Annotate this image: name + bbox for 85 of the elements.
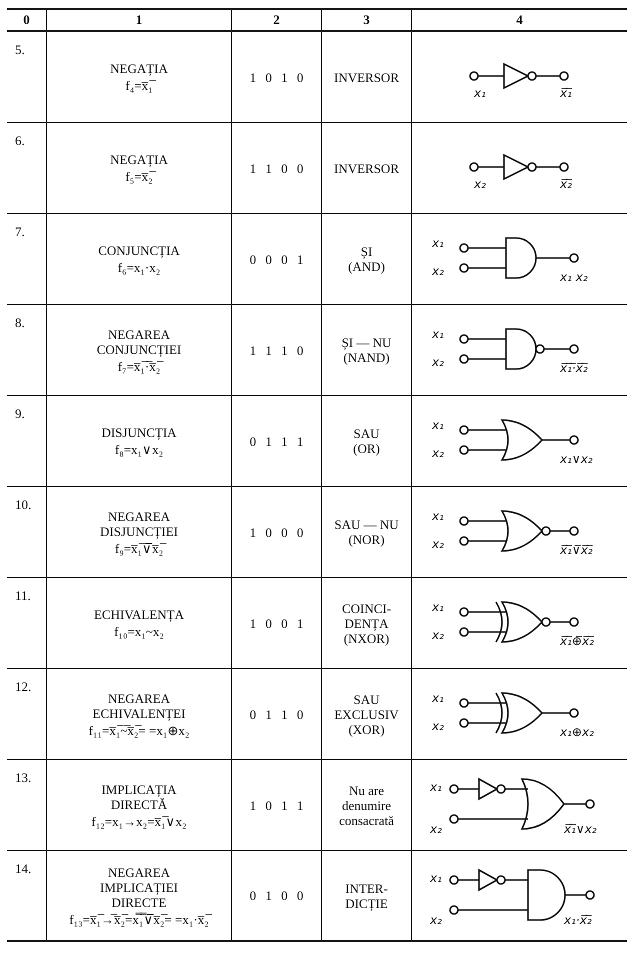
- row-number: 12.: [15, 679, 32, 694]
- input-label: x₂: [432, 446, 444, 460]
- output-label: x̅₁̅⊕̅x̅₂̅: [560, 634, 594, 648]
- function-name: NEGAȚIA: [110, 61, 168, 76]
- output-label: x̅₁̅∨x₂: [564, 822, 597, 836]
- output-label: x₁·x̅₂̅: [564, 913, 592, 927]
- row-number: 14.: [15, 861, 32, 876]
- function-name: DISJUNCȚIA: [101, 425, 177, 440]
- gate-name: (NXOR): [344, 630, 390, 646]
- input-label: x₁: [432, 600, 444, 614]
- function-name: NEGAȚIA: [110, 152, 168, 167]
- gate-name: INTER-: [345, 880, 388, 896]
- input-label: x₁: [432, 418, 444, 432]
- column-number: 3: [363, 12, 370, 26]
- row-number: 6.: [15, 133, 25, 148]
- gate-name: (NOR): [348, 532, 385, 547]
- truth-values: 0 1 1 1: [250, 434, 304, 448]
- function-name: CONJUNCȚIA: [98, 243, 180, 258]
- gate-name: (OR): [353, 441, 380, 456]
- input-label: x₁: [432, 327, 444, 341]
- truth-values: 0 0 0 1: [250, 252, 304, 266]
- input-label: x₂: [432, 719, 444, 733]
- gate-name: COINCI-: [342, 600, 392, 616]
- row-number: 8.: [15, 315, 25, 330]
- input-label: x₂: [432, 537, 444, 551]
- gate-name: consacrată: [339, 812, 394, 828]
- truth-values: 0 1 1 0: [250, 706, 304, 722]
- input-label: x₂: [432, 628, 444, 642]
- gate-name: (AND): [348, 259, 385, 274]
- column-number: 2: [273, 12, 280, 26]
- gate-name: EXCLUSIV: [334, 706, 399, 722]
- formula: f₁₂=x₁→x₂=x̅₁̅∨x₂: [91, 814, 187, 828]
- output-label: x̅₁̅∨̅x̅₂̅: [560, 543, 593, 557]
- truth-values: 1 0 1 0: [250, 70, 304, 84]
- truth-values: 1 1 1 0: [250, 342, 304, 358]
- truth-values: 0 1 0 0: [250, 888, 304, 903]
- gate-name: Nu are: [348, 782, 384, 798]
- output-label: x₁∨x₂: [560, 452, 593, 466]
- formula: f₈=x₁∨x₂: [114, 442, 164, 457]
- input-label: x₁: [432, 691, 444, 705]
- truth-values: 1 0 0 0: [250, 524, 304, 540]
- formula: f₆=x₁·x₂: [118, 260, 160, 275]
- gate-name: INVERSOR: [334, 70, 399, 84]
- function-name: ECHIVALENȚA: [94, 607, 184, 622]
- gate-name: ȘI: [360, 244, 372, 259]
- input-label: x₁: [430, 871, 442, 885]
- input-label: x₁: [474, 86, 486, 100]
- row-number: 10.: [15, 497, 32, 512]
- row-number: 5.: [15, 42, 25, 57]
- column-number: 1: [136, 12, 142, 26]
- row-number: 9.: [15, 406, 25, 421]
- gate-name: SAU: [353, 426, 380, 441]
- column-number: 0: [23, 12, 30, 26]
- function-name: NEGAREA IMPLICAȚIEI DIRECTE: [99, 864, 179, 910]
- gate-name: (NAND): [343, 350, 390, 365]
- truth-values: 1 1 0 0: [250, 160, 304, 176]
- gate-name: SAU: [353, 692, 380, 706]
- row-number: 7.: [15, 224, 25, 239]
- input-label: x₂: [432, 355, 444, 369]
- gate-name: DICȚIE: [345, 896, 388, 910]
- input-label: x₁: [432, 236, 444, 250]
- output-label: x₁ x₂: [560, 270, 588, 284]
- formula: f₁₁=x̅₁̅~̅x̅₂̅= =x₁⊕x₂: [88, 722, 190, 738]
- gate-name: SAU — NU: [334, 517, 399, 532]
- gate-name: (XOR): [348, 722, 385, 736]
- column-number: 4: [516, 12, 523, 26]
- output-label: x̅₁̅·̅x̅₂̅: [560, 361, 588, 375]
- formula: f₁₀=x₁~x₂: [114, 624, 164, 639]
- row-number: 11.: [15, 588, 31, 603]
- gate-name: ȘI — NU: [342, 335, 392, 350]
- truth-values: 1 0 0 1: [250, 616, 304, 630]
- output-label: x̅₂̅: [560, 177, 572, 191]
- output-label: x₁⊕x₂: [560, 725, 594, 739]
- input-label: x₁: [432, 509, 444, 523]
- gate-name: denumire: [342, 798, 392, 812]
- input-label: x₂: [432, 264, 444, 278]
- truth-values: 1 0 1 1: [250, 798, 304, 812]
- input-label: x₂: [430, 822, 442, 836]
- input-label: x₂: [430, 913, 442, 927]
- gate-name: DENȚA: [344, 616, 389, 630]
- output-label: x̅₁̅: [560, 86, 572, 100]
- input-label: x₂: [474, 177, 486, 191]
- gate-name: INVERSOR: [334, 160, 399, 176]
- row-number: 13.: [15, 770, 32, 785]
- input-label: x₁: [430, 780, 442, 794]
